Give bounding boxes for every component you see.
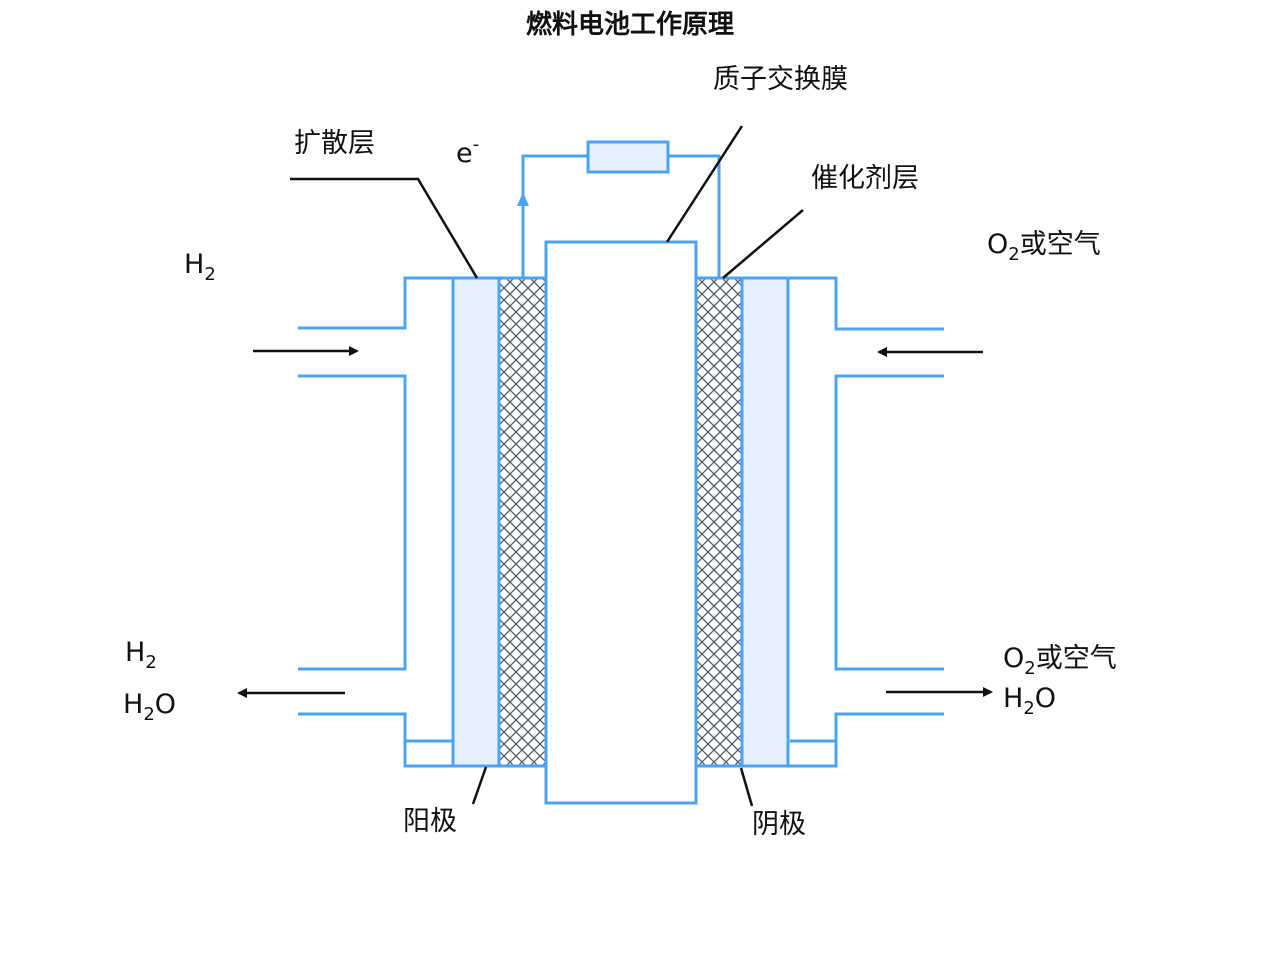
cathode-outlet-h2o-label: H2O [1003,683,1056,719]
anode-outlet-h2-label: H2 [125,637,157,673]
electron-label: e- [456,134,479,169]
load-resistor [586,140,670,174]
cathode-label: 阴极 [752,809,806,840]
proton-exchange-membrane [544,240,698,805]
catalyst-layer-label: 催化剂层 [811,163,919,194]
electron-flow-arrow [517,192,529,206]
leader-cathode [739,767,754,807]
leader-anode [471,766,488,805]
anode-label: 阳极 [403,806,457,837]
leader-diffusion-layer [290,177,479,279]
leader-membrane [665,125,744,243]
page-title: 燃料电池工作原理 [526,10,734,40]
o2-inlet-label: O2或空气 [987,229,1101,265]
cathode-diffusion-layer [740,276,790,768]
membrane-label: 质子交换膜 [713,64,848,95]
anode-catalyst-layer [497,276,548,768]
anode-outlet-h2o-label: H2O [123,689,176,725]
cathode-catalyst-layer [694,276,744,768]
external-circuit-wire [521,154,721,278]
cathode-outlet-o2-label: O2或空气 [1003,643,1117,679]
leader-catalyst-layer [722,209,804,279]
h2-inlet-label: H2 [184,249,216,285]
diffusion-layer-label: 扩散层 [294,128,375,159]
anode-diffusion-layer [451,276,501,768]
